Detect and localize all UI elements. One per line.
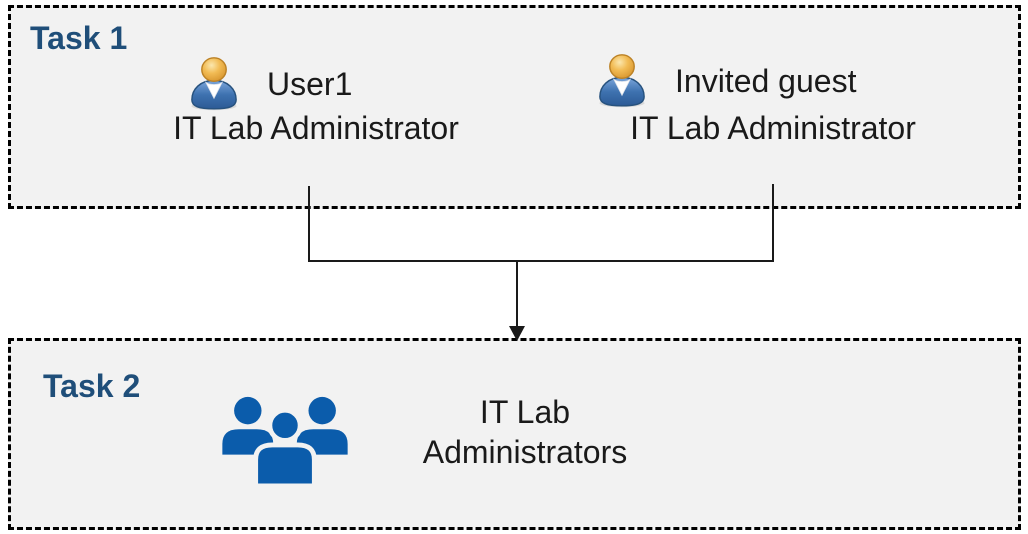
- group-name: IT Lab Administrators: [422, 394, 628, 470]
- task1-label: Task 1: [30, 20, 128, 56]
- member-user1: User1: [185, 55, 352, 113]
- member-invited-guest-role: IT Lab Administrator: [630, 110, 916, 146]
- task2-box: Task 2 IT Lab Administrators: [8, 338, 1021, 530]
- member-user1-role: IT Lab Administrator: [173, 110, 459, 146]
- single-user-icon: [598, 54, 646, 108]
- task2-label: Task 2: [43, 368, 141, 404]
- user-group-icon: [222, 396, 348, 486]
- single-user-icon: [190, 57, 238, 111]
- member-user1-name: User1: [267, 65, 353, 102]
- member-invited-guest-name: Invited guest: [675, 62, 857, 99]
- task1-box: Task 1 User1 IT Lab Administrator Invite…: [8, 5, 1021, 209]
- member-invited-guest: Invited guest: [593, 52, 856, 110]
